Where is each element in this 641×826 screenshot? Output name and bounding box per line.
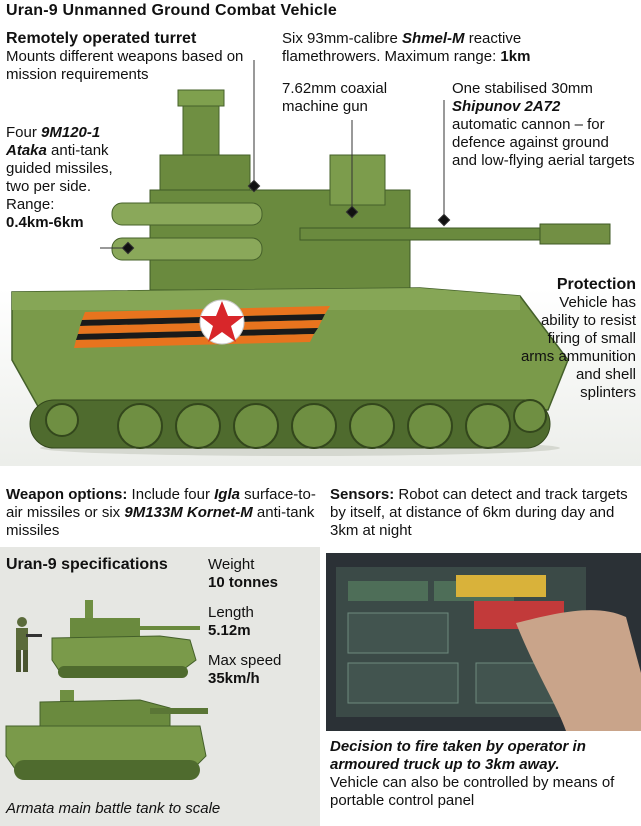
speed-value: 35km/h — [208, 670, 260, 687]
weapon-options-heading: Weapon options: — [6, 486, 128, 503]
road-wheels — [45, 399, 547, 449]
st-george-ribbon — [74, 306, 330, 348]
atgm-label: Four 9M120-1 Ataka anti-tank guided miss… — [6, 124, 136, 232]
atgm-pre: Four — [6, 124, 42, 141]
weapon-options: Weapon options: Include four Igla surfac… — [6, 486, 316, 540]
flame-mid: reactive flamethrowers. Maximum range: — [282, 30, 522, 65]
cannon-pre: One stabilised 30mm — [452, 80, 593, 97]
length-label: Length — [208, 604, 254, 621]
uran9-small — [51, 600, 200, 678]
cannon-muzzle — [539, 223, 611, 245]
sensors-heading: Sensors: — [330, 486, 395, 503]
weapon-pre: Include four — [127, 486, 215, 503]
atgm-desc: anti-tank guided missiles, two per side.… — [6, 142, 113, 213]
missile-upper — [111, 202, 263, 226]
leader-lines — [100, 60, 451, 255]
uran9-diagram — [11, 60, 611, 456]
turret-desc: Mounts different weapons based on missio… — [6, 48, 244, 83]
missile-lower — [111, 237, 263, 261]
turret-sensor — [177, 89, 225, 107]
sensors: Sensors: Robot can detect and track targ… — [330, 486, 636, 540]
length-value: 5.12m — [208, 622, 251, 639]
atgm-range: 0.4km-6km — [6, 214, 84, 231]
flamethrower-label: Six 93mm-calibre Shmel-M reactive flamet… — [282, 30, 612, 66]
turret-title: Remotely operated turret — [6, 30, 197, 47]
operator-hand — [516, 610, 641, 731]
flamethrower-pod — [329, 154, 386, 206]
armata-tank — [5, 690, 208, 780]
mg-text: 7.62mm coaxial machine gun — [282, 80, 388, 115]
cannon-label: One stabilised 30mm Shipunov 2A72 automa… — [452, 80, 637, 170]
soldier-figure — [16, 617, 42, 672]
specs-heading: Uran-9 specifications — [6, 556, 168, 574]
operator-text: Vehicle can also be controlled by means … — [330, 774, 615, 809]
weight-value: 10 tonnes — [208, 574, 279, 591]
turret-base — [159, 154, 251, 196]
control-screen — [326, 553, 641, 731]
protection-label: Protection Vehicle has ability to resist… — [520, 276, 636, 402]
weapon-mid: surface-to-air missiles or six — [6, 486, 316, 521]
turret-label: Remotely operated turret Mounts differen… — [6, 30, 246, 84]
specs-heading-text: Uran-9 specifications — [6, 556, 168, 573]
specs-list: Weight 10 tonnes Length 5.12m Max speed … — [208, 556, 318, 688]
control-panel-photo — [326, 553, 641, 731]
speed-label: Max speed — [208, 652, 282, 669]
cannon-name: Shipunov 2A72 — [452, 98, 561, 115]
flame-name: Shmel-M — [402, 30, 465, 47]
cannon-desc: automatic cannon – for defence against g… — [452, 116, 635, 169]
scale-illustration — [5, 600, 208, 780]
weight-label: Weight — [208, 556, 255, 573]
igla-name: Igla — [214, 486, 240, 503]
operator-caption: Decision to fire taken by operator in ar… — [330, 738, 636, 810]
weapon-post: anti-tank missiles — [6, 504, 315, 539]
sensors-text: Robot can detect and track targets by it… — [330, 486, 628, 539]
flame-range: 1km — [500, 48, 531, 65]
armata-caption-text: Armata main battle tank to scale — [6, 800, 221, 817]
armata-caption: Armata main battle tank to scale — [6, 800, 220, 818]
machine-gun-label: 7.62mm coaxial machine gun — [282, 80, 422, 116]
protection-desc: Vehicle has ability to resist firing of … — [520, 294, 636, 401]
red-star — [199, 299, 245, 345]
page-title: Uran-9 Unmanned Ground Combat Vehicle — [6, 2, 338, 19]
hull-top — [12, 288, 520, 310]
flame-pre: Six 93mm-calibre — [282, 30, 403, 47]
kornet-name: 9M133M Kornet-M — [124, 504, 253, 521]
protection-title: Protection — [556, 276, 636, 293]
atgm-name: 9M120-1 Ataka — [6, 124, 101, 159]
operator-bold: Decision to fire taken by operator in ar… — [330, 738, 586, 773]
